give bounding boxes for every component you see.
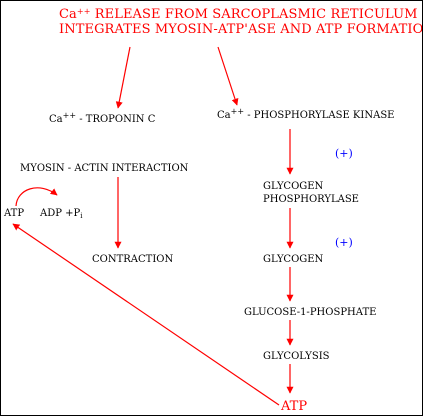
atp-bottom-node: ATP [281,399,308,414]
glycolysis-node: GLYCOLYSIS [263,351,330,362]
troponin-ca-superscript: ++ [62,111,77,120]
glycogen-node: GLYCOGEN [263,254,324,265]
contraction-node: CONTRACTION [92,254,174,265]
arrow-title-to-phosphorylase-kinase [217,46,239,106]
arrow-title-to-troponin [115,46,131,109]
arrow-atp-bottom-to-atp-left [12,223,280,406]
phosphorylase-kinase-ca-superscript: ++ [230,107,245,116]
title-line-2: INTEGRATES MYOSIN-ATP'ASE AND ATP FORMAT… [59,22,423,37]
troponin-label: - TROPONIN C [76,114,156,125]
adp-pi-text: ADP +P [40,208,81,219]
atp-left-node: ATP [4,208,25,219]
glycogen-phosphorylase-line-1: GLYCOGEN [263,181,324,192]
title-ca: Ca [59,7,77,22]
phosphorylase-kinase-ca: Ca [217,110,231,121]
glycogen-phosphorylase-line-2: PHOSPHORYLASE [263,194,359,205]
title-line-1-text: RELEASE FROM SARCOPLASMIC RETICULUM [90,7,418,22]
myosin-actin-node: MYOSIN - ACTIN INTERACTION [20,163,189,174]
phosphorylase-kinase-label: - PHOSPHORYLASE KINASE [244,110,395,121]
troponin-ca: Ca [49,114,63,125]
stimulation-marker-2: (+) [335,236,353,249]
adp-pi-subscript: i [80,212,83,220]
troponin-node: Ca++ - TROPONIN C [49,111,156,126]
glucose-1-phosphate-node: GLUCOSE-1-PHOSPHATE [244,307,377,318]
stimulation-marker-1: (+) [335,147,353,160]
phosphorylase-kinase-node: Ca++ - PHOSPHORYLASE KINASE [217,107,395,122]
adp-pi-node: ADP +Pi [40,208,83,220]
title-ca-superscript: ++ [76,7,91,16]
arrow-atp-to-adp-curve [15,187,58,207]
title-line-1: Ca++ RELEASE FROM SARCOPLASMIC RETICULUM [59,7,418,23]
